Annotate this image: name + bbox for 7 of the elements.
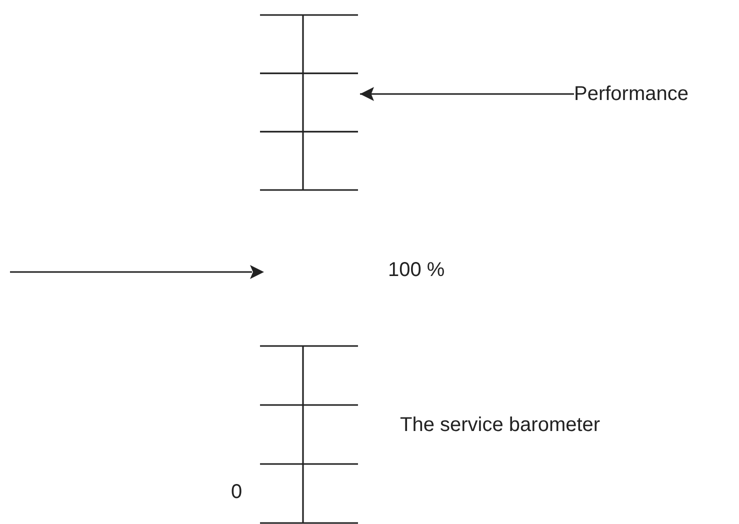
- scale-value: 0: [231, 480, 242, 504]
- scale-drawing: [258, 14, 360, 191]
- scale-value: 100 %: [388, 258, 445, 282]
- scale-drawing: [258, 345, 360, 524]
- callout-text: Performance: [574, 82, 704, 106]
- arrow: [360, 87, 574, 101]
- caption-text: The service barometer: [400, 413, 600, 437]
